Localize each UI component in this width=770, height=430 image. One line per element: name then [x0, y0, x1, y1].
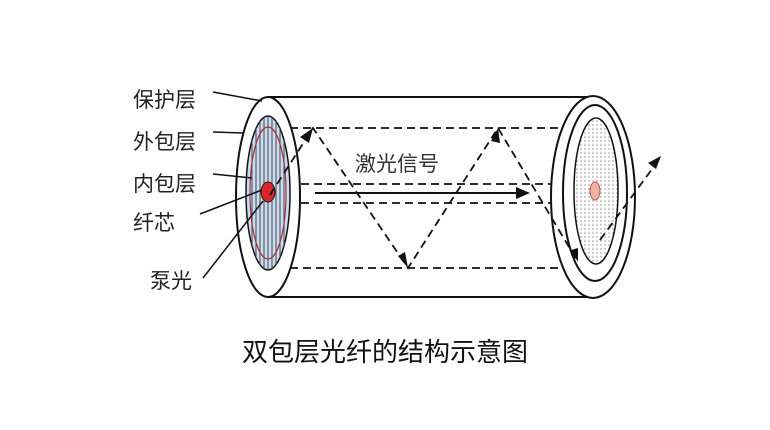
label-laser-signal: 激光信号 — [355, 152, 439, 176]
core-red-dot — [260, 181, 276, 203]
cladding-boundary-lines — [275, 127, 590, 269]
pump-light-path — [269, 126, 579, 270]
label-pump-light: 泵光 — [150, 269, 192, 293]
diagram-caption: 双包层光纤的结构示意图 — [241, 338, 528, 368]
laser-signal-arrow — [315, 187, 530, 199]
fiber-entry-face — [235, 96, 301, 298]
label-outer-cladding: 外包层 — [133, 130, 196, 154]
label-protective-layer: 保护层 — [133, 88, 196, 112]
output-arrow — [599, 156, 661, 241]
core-exit-dot — [589, 181, 601, 201]
cylinder-body — [268, 96, 593, 298]
label-core: 纤芯 — [133, 211, 175, 235]
pump-arrowheads — [300, 128, 578, 268]
label-leaders — [199, 91, 264, 279]
label-inner-cladding: 内包层 — [133, 172, 196, 196]
fiber-exit-face — [550, 95, 636, 299]
